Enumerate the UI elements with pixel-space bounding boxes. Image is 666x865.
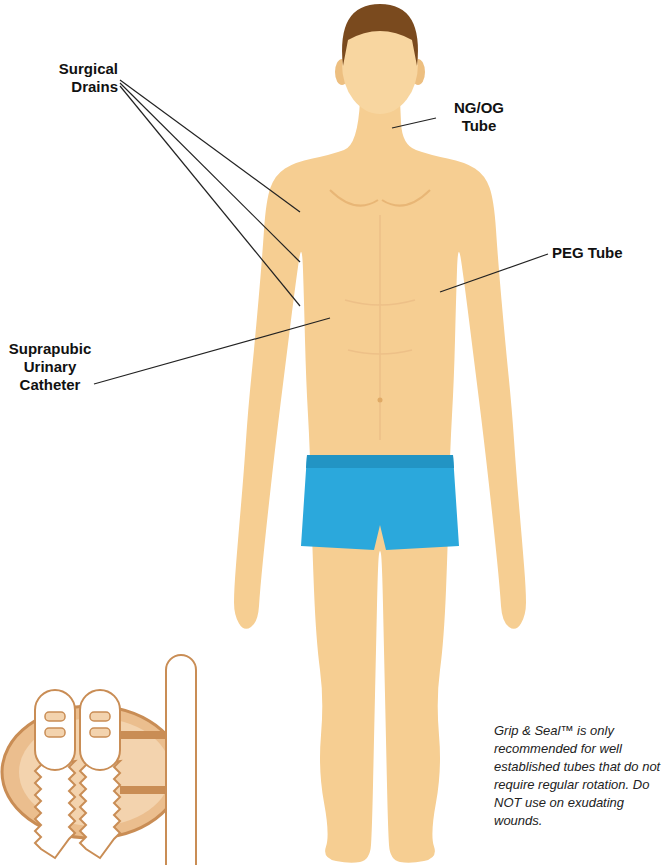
clip-slot [45, 728, 65, 737]
human-figure [234, 4, 526, 863]
clip-teeth [80, 761, 120, 858]
clip-teeth [35, 761, 75, 858]
leader-line [392, 118, 436, 128]
leader-line [120, 86, 300, 306]
hair [342, 4, 418, 66]
navel [378, 398, 383, 403]
chest-line [330, 190, 430, 206]
device-icon [2, 655, 196, 865]
leader-line [94, 318, 330, 384]
usage-note: Grip & Seal™ is only recommended for wel… [494, 722, 662, 830]
leader-line [440, 254, 548, 292]
drains-label: Surgical Drains [38, 60, 118, 96]
shorts [301, 455, 459, 550]
tube-label: NG/OG Tube [440, 99, 518, 135]
clips [35, 690, 120, 858]
clip-head [35, 690, 75, 770]
leader-lines [94, 80, 548, 384]
waistband [306, 455, 454, 468]
clip-slot [90, 712, 110, 721]
clip-slot [90, 728, 110, 737]
abdomen-line [345, 215, 415, 440]
clip-head [80, 690, 120, 770]
leader-line [120, 80, 300, 212]
leader-line [120, 83, 300, 262]
device-arm [120, 735, 168, 790]
catheter-label: Suprapubic Urinary Catheter [4, 340, 96, 394]
tube-label: PEG Tube [552, 244, 652, 262]
clip-slot [45, 712, 65, 721]
body [234, 100, 526, 863]
device-strip [166, 655, 196, 865]
